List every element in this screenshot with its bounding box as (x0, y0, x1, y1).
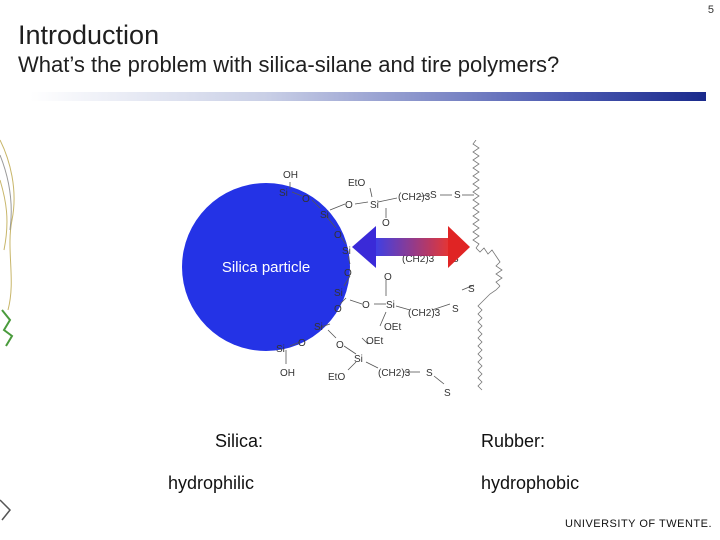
si-label: Si (279, 188, 288, 199)
o-label: O (345, 200, 353, 211)
si-label: Si (314, 322, 323, 333)
silica-label: Silica: (215, 431, 264, 451)
si-label: Si (370, 200, 379, 211)
particle-label: Silica particle (222, 259, 310, 276)
decorative-sketch (0, 139, 15, 521)
eto-label: EtO (328, 372, 345, 383)
o-label: O (362, 300, 370, 311)
university-logo: UNIVERSITY OF TWENTE. (565, 518, 712, 530)
eto-label: EtO (348, 178, 365, 189)
oet-label: OEt (384, 322, 401, 333)
si-label: Si (386, 300, 395, 311)
o-label: O (334, 230, 342, 241)
slide-title: Introduction (18, 20, 160, 50)
rubber-chains (472, 140, 503, 391)
si-label: Si (276, 344, 285, 355)
si-label: Si (354, 354, 363, 365)
rubber-property: hydrophobic (481, 473, 580, 493)
o-label: O (302, 194, 310, 205)
s-label: S (454, 190, 461, 201)
silica-particle (182, 183, 350, 351)
oh-label-top: OH (283, 170, 298, 181)
si-label: Si (342, 246, 351, 257)
bond-lines (285, 182, 475, 385)
s-label: S (452, 304, 459, 315)
s-label: S (430, 190, 437, 201)
ch2-chain-label: (CH2)3 (398, 192, 431, 203)
ch2-chain-label: (CH2)3 (402, 254, 435, 265)
o-label: O (384, 272, 392, 283)
rubber-label: Rubber: (481, 431, 546, 451)
s-label: S (426, 368, 433, 379)
silica-rubber-diagram: Silica particle (182, 140, 503, 399)
o-label: O (382, 218, 390, 229)
interaction-double-arrow (352, 226, 470, 268)
ch2-chain-label: (CH2)3 (378, 368, 411, 379)
ch2-chain-label: (CH2)3 (408, 308, 441, 319)
slide-subtitle: What’s the problem with silica-silane an… (18, 52, 560, 77)
o-label: O (344, 268, 352, 279)
o-label: O (334, 304, 342, 315)
s-label: S (444, 388, 451, 399)
title-gradient-rule (30, 92, 706, 101)
si-label: Si (320, 210, 329, 221)
s-label: S (468, 284, 475, 295)
oet-label: OEt (366, 336, 383, 347)
o-label: O (298, 338, 306, 349)
oh-label-bottom: OH (280, 368, 295, 379)
slide-number: 5 (707, 4, 714, 16)
si-label: Si (334, 288, 343, 299)
silica-property: hydrophilic (168, 473, 255, 493)
o-label: O (336, 340, 344, 351)
